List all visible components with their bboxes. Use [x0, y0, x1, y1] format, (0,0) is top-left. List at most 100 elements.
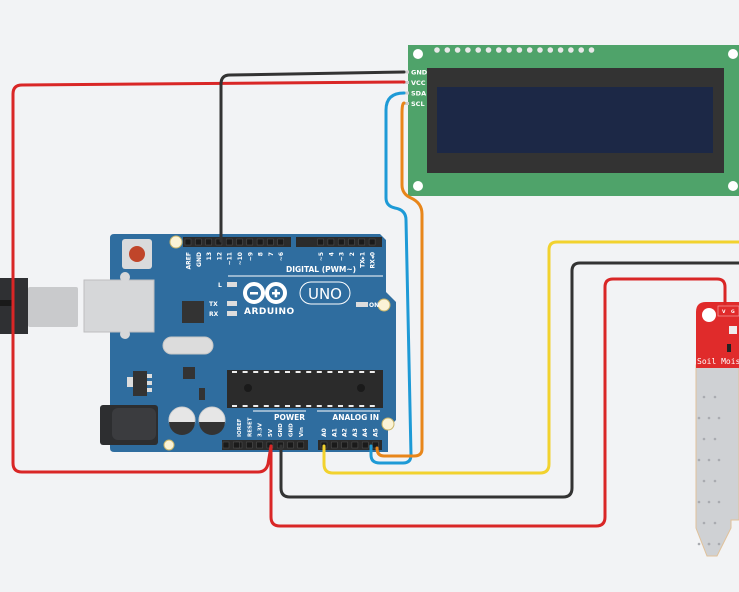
chip-pin — [232, 405, 237, 407]
chip-notch — [244, 384, 252, 392]
chip-pin — [327, 371, 333, 373]
lcd-header-pad — [526, 47, 533, 53]
usb-cable-shaft — [28, 287, 78, 327]
chip-pin — [338, 405, 343, 407]
analog-pin-socket[interactable] — [361, 441, 369, 449]
regulator-pin — [147, 388, 152, 392]
wire-yellow-sensor-sig[interactable] — [322, 240, 739, 475]
digital-pin-socket[interactable] — [337, 238, 345, 246]
sensor-smd — [727, 344, 731, 352]
wire-black-lcd-gnd[interactable] — [219, 70, 406, 243]
on-label: ON — [369, 302, 379, 309]
chip-pin — [369, 405, 375, 407]
smd-chip — [183, 367, 195, 379]
lcd-header-pad — [434, 47, 440, 53]
probe-dot — [713, 395, 717, 399]
mounting-hole — [169, 235, 183, 249]
wire-red-sensor-vcc[interactable] — [269, 277, 727, 528]
analog-pin-socket[interactable] — [331, 441, 338, 449]
lcd-header-pad — [496, 47, 502, 53]
sensor-probe — [695, 364, 739, 557]
lcd-header-pad — [588, 47, 595, 53]
digital-pin-socket[interactable] — [317, 238, 324, 246]
digital-pin-label: 7 — [268, 252, 275, 256]
mounting-hole — [413, 181, 423, 191]
sensor-pin-label-vcc: V — [722, 309, 726, 315]
power-pin-socket[interactable] — [287, 441, 294, 449]
led-on — [356, 302, 368, 307]
usb-b-tab — [120, 329, 130, 339]
digital-pin-socket[interactable] — [348, 238, 355, 246]
wire-black-sensor-gnd[interactable] — [279, 261, 739, 499]
lcd-pin-sda[interactable] — [403, 91, 409, 95]
chip-pin — [274, 405, 280, 407]
power-pin-label: IOREF — [237, 418, 243, 437]
probe-dot — [697, 542, 701, 546]
lcd-pin-scl[interactable] — [403, 102, 409, 105]
digital-pin-label: ~10 — [237, 252, 244, 265]
led-l-label: L — [218, 282, 222, 289]
analog-pin-label: A0 — [321, 428, 328, 437]
sensor-label: Soil Moist — [697, 357, 739, 366]
lcd-pin-label: SCL — [411, 100, 425, 108]
digital-pin-label: AREF — [186, 252, 193, 269]
wire-blue-lcd-sda[interactable] — [369, 91, 413, 465]
power-pin-socket[interactable] — [256, 441, 263, 449]
lcd-pin-gnd[interactable] — [403, 70, 409, 74]
soil-moisture-sensor[interactable]: V G Soil Moist — [695, 302, 739, 557]
chip-pin — [369, 371, 375, 373]
digital-pin-socket[interactable] — [358, 238, 366, 246]
voltage-regulator — [133, 371, 147, 396]
power-pin-socket[interactable] — [233, 441, 240, 449]
chip-pin — [316, 371, 322, 373]
probe-dot — [707, 542, 711, 546]
digital-pin-socket[interactable] — [267, 238, 274, 246]
digital-pin-socket[interactable] — [277, 238, 284, 246]
digital-pin-socket[interactable] — [225, 238, 233, 246]
reset-button-cap[interactable] — [129, 246, 145, 262]
analog-pin-socket[interactable] — [341, 441, 348, 449]
led-tx-label: TX — [209, 301, 218, 308]
sensor-pin-outline — [717, 305, 739, 317]
lcd-pin-label: GND — [411, 69, 428, 77]
led-rx-label: RX — [209, 311, 219, 318]
power-header-label: POWER — [274, 413, 305, 422]
digital-pin-socket[interactable] — [246, 238, 254, 246]
digital-pin-label: 2 — [349, 252, 356, 256]
power-pin-socket[interactable] — [297, 441, 305, 449]
chip-pin — [285, 371, 290, 373]
analog-pin-label: A4 — [362, 428, 369, 437]
digital-pin-socket[interactable] — [184, 238, 192, 246]
digital-pin-socket[interactable] — [205, 238, 212, 246]
analog-header-label: ANALOG IN — [332, 413, 379, 422]
chip-pin — [295, 371, 301, 373]
digital-pin-socket[interactable] — [256, 238, 264, 246]
lcd-screen — [437, 87, 713, 153]
digital-header-label: DIGITAL (PWM~) — [286, 265, 356, 274]
analog-pin-label: A2 — [342, 428, 349, 437]
led-tx — [227, 301, 237, 306]
probe-dot — [717, 500, 721, 504]
lcd-pin-vcc[interactable] — [403, 81, 409, 84]
chip-pin — [285, 405, 290, 407]
digital-pin-label: ~5 — [318, 252, 325, 261]
mounting-hole — [728, 181, 738, 191]
digital-pin-socket[interactable] — [236, 238, 243, 246]
probe-dot — [702, 437, 706, 441]
digital-pin-socket[interactable] — [368, 238, 376, 246]
digital-pin-socket[interactable] — [195, 238, 202, 246]
power-pin-socket[interactable] — [222, 441, 230, 449]
chip-pin — [253, 371, 259, 373]
lcd-header-pad — [475, 47, 482, 53]
wire-red-lcd-vcc[interactable] — [11, 80, 406, 474]
wire-orange-lcd-scl[interactable] — [375, 101, 424, 458]
analog-pin-socket[interactable] — [351, 441, 359, 449]
regulator-pin — [147, 374, 152, 378]
power-pin-socket[interactable] — [246, 441, 253, 449]
chip-pin — [359, 405, 365, 407]
digital-pin-socket[interactable] — [327, 238, 335, 246]
